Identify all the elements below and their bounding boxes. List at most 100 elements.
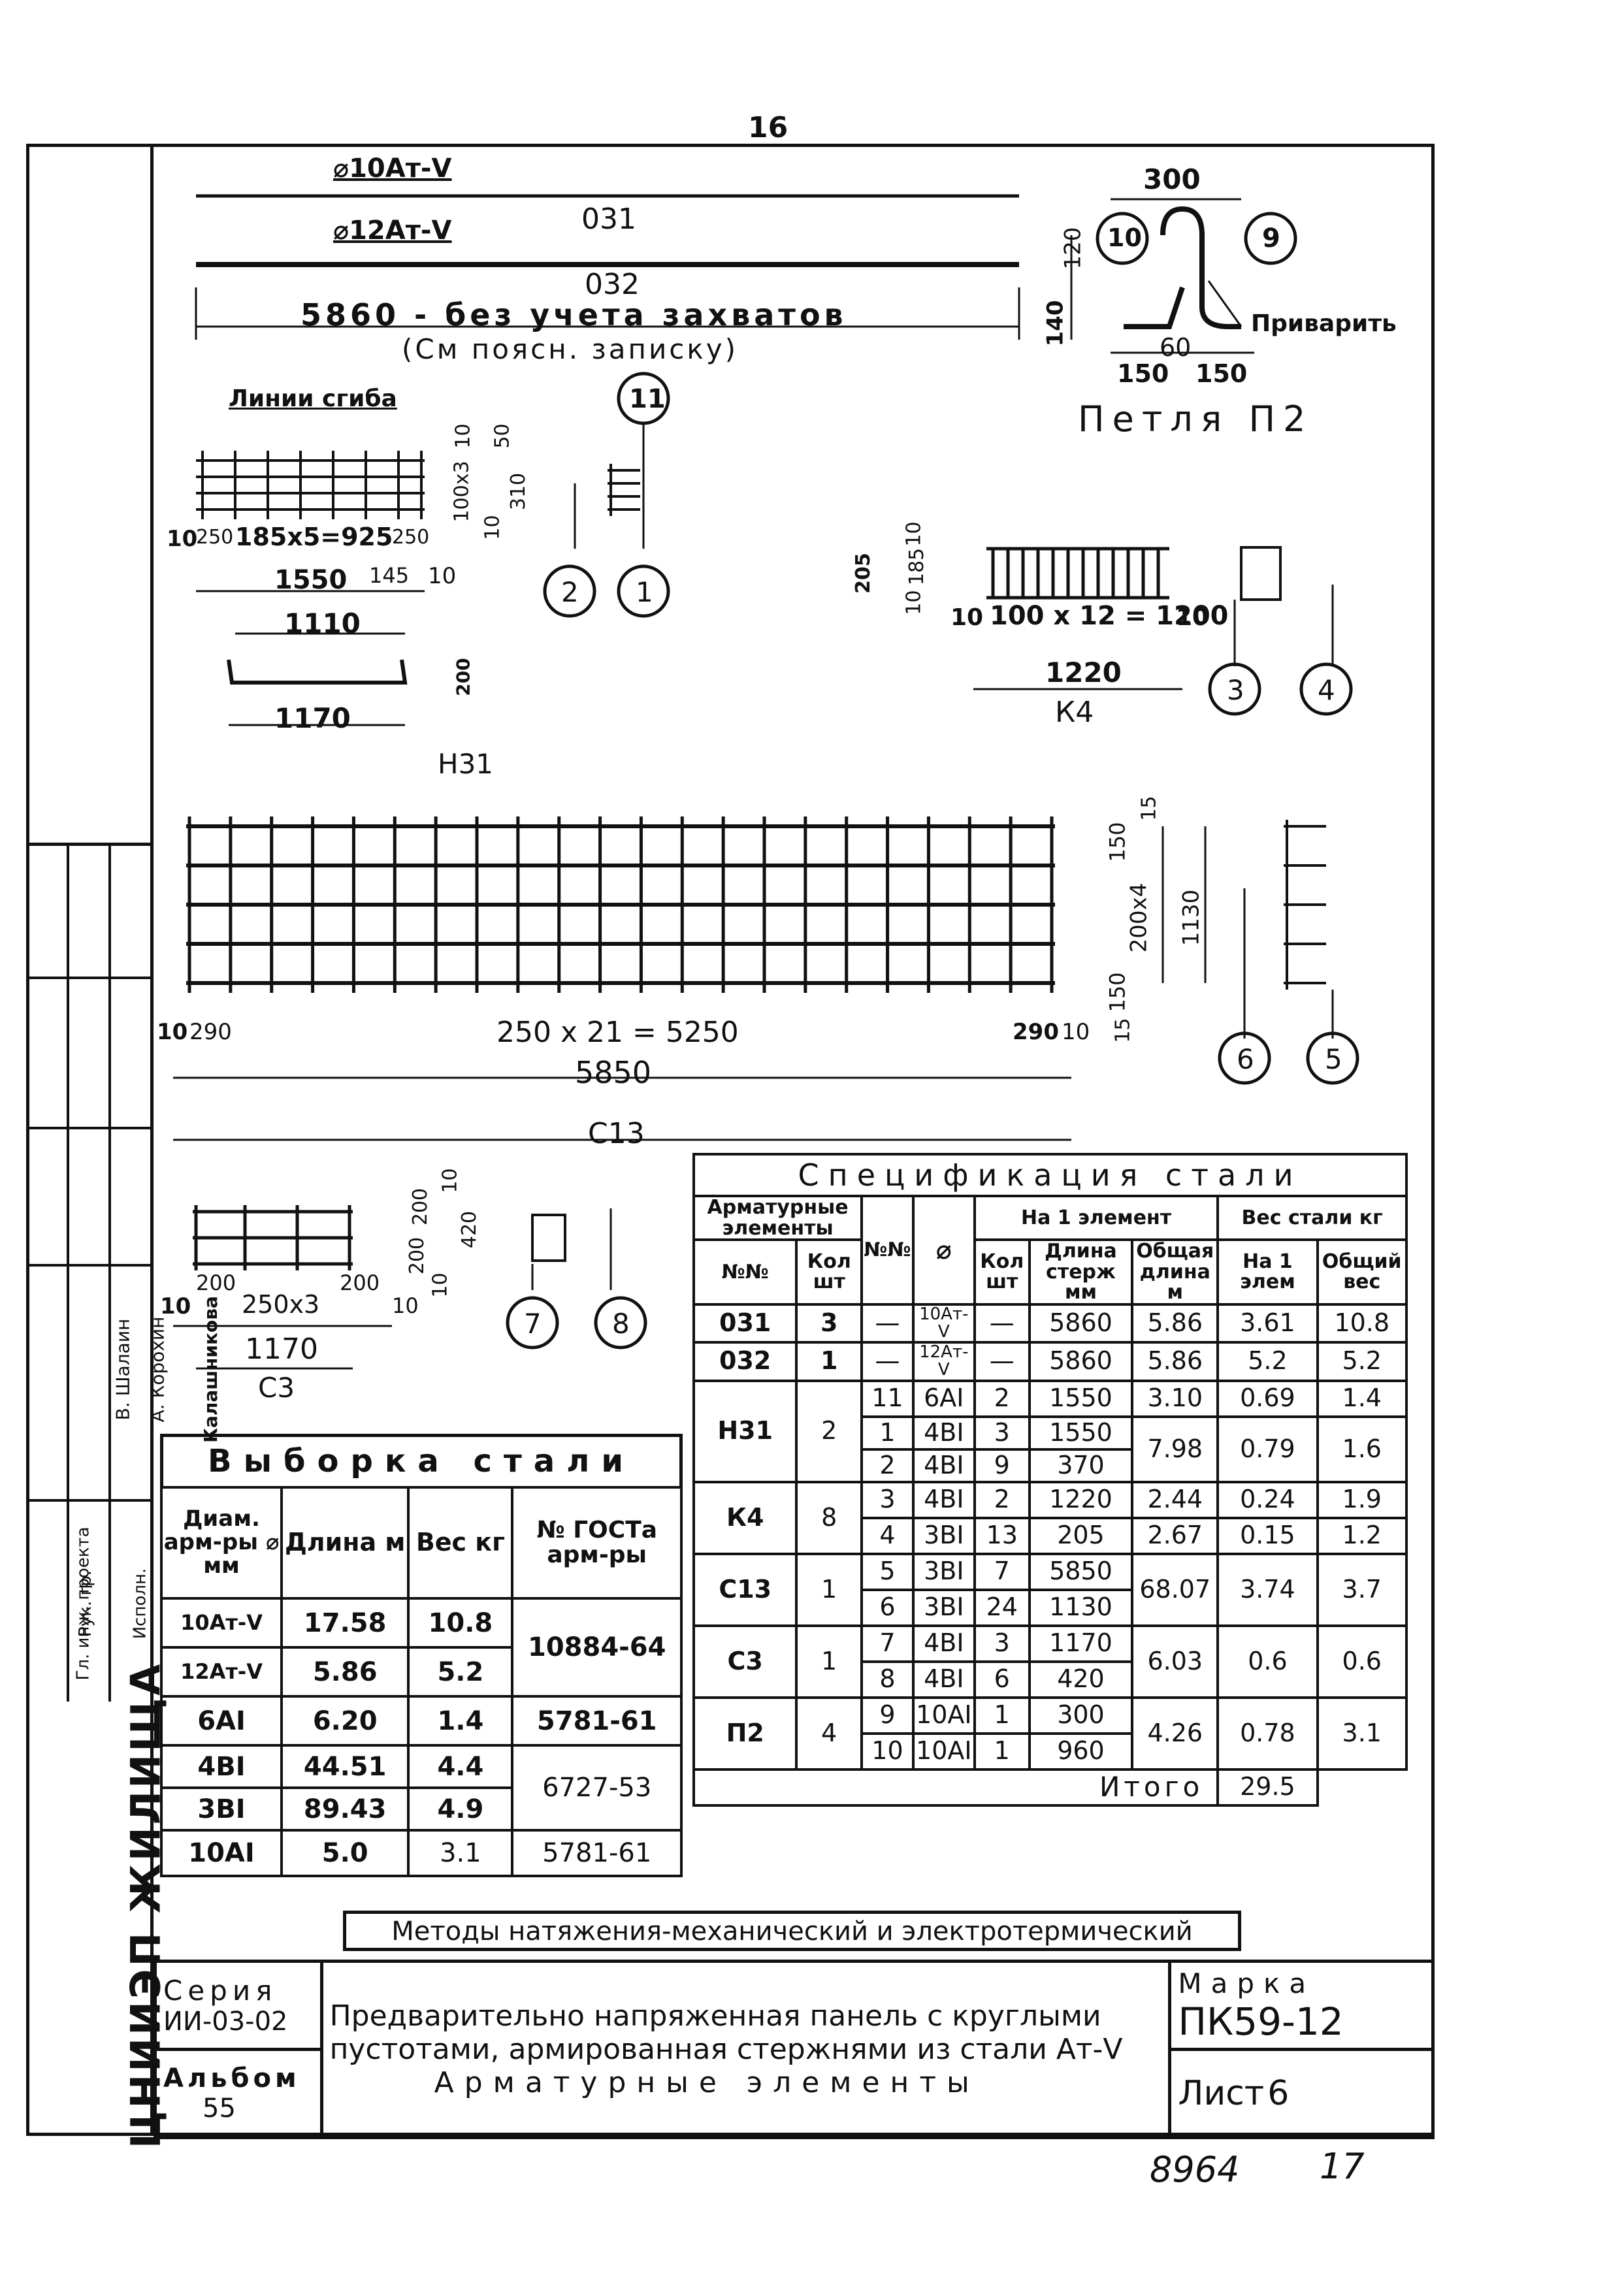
spec-cell-pos: 10 xyxy=(860,1732,915,1771)
title-album-label: Альбом xyxy=(163,2063,300,2093)
mesh-s13-side-dim: 150 xyxy=(1105,972,1130,1012)
spec-cell-phi: 10Aт-Ⅴ xyxy=(911,1302,976,1344)
spec-hdr-nn: №№ xyxy=(860,1195,915,1306)
side-stamp: ЦНИИЭП ЖИЛИЩА В. Шалаин А. Корохин Калаш… xyxy=(26,843,221,2148)
mesh-s3-spacing: 250x3 xyxy=(242,1290,320,1319)
mesh-s13-len: 5850 xyxy=(575,1055,652,1090)
methods-note: Методы натяжения-механический и электрот… xyxy=(391,1916,1193,1947)
methods-note-box: Методы натяжения-механический и электрот… xyxy=(343,1911,1241,1951)
spec-cell-n: 1 xyxy=(973,1732,1031,1771)
selection-cell-weight: 5.2 xyxy=(407,1646,514,1698)
spec-cell-mark: К4 xyxy=(692,1480,798,1555)
spec-title: Спецификация стали xyxy=(692,1153,1408,1195)
cage-k4-pos-4: 4 xyxy=(1318,674,1335,706)
spec-cell-wall: 3.1 xyxy=(1316,1696,1408,1771)
side-stamp-role: Рук. гр. xyxy=(75,1570,95,1637)
title-sheet-label: Лист xyxy=(1178,2074,1265,2113)
spec-cell-n: — xyxy=(973,1302,1031,1344)
spec-cell-total: 4.26 xyxy=(1131,1696,1220,1771)
spec-cell-wall: 1.4 xyxy=(1316,1379,1408,1418)
spec-cell-qty: 4 xyxy=(795,1696,864,1771)
spec-cell-len: 420 xyxy=(1028,1660,1134,1699)
spec-cell-len: 5860 xyxy=(1028,1341,1134,1382)
spec-cell-n: 6 xyxy=(973,1660,1031,1699)
spec-cell-qty: 1 xyxy=(795,1552,864,1627)
spec-cell-len: 5850 xyxy=(1028,1552,1134,1591)
spec-cell-phi: 4BⅠ xyxy=(911,1415,976,1451)
spec-cell-w1: 3.61 xyxy=(1216,1302,1319,1344)
mesh-s13-mark: С13 xyxy=(588,1117,645,1150)
selection-cell-diam: 4BⅠ xyxy=(159,1744,284,1789)
spec-cell-qty: 1 xyxy=(795,1341,864,1382)
spec-cell-mark: П2 xyxy=(692,1696,798,1771)
selection-cell-len: 89.43 xyxy=(280,1786,410,1832)
spec-cell-pos: — xyxy=(860,1302,915,1344)
title-description-cell: Предварительно напряженная панель с круг… xyxy=(319,1960,1172,2139)
spec-cell-pos: 8 xyxy=(860,1660,915,1699)
spec-cell-n: 2 xyxy=(973,1379,1031,1418)
mesh-n31-side-dim: 50 xyxy=(491,423,514,449)
selection-cell-len: 5.0 xyxy=(280,1829,410,1877)
spec-cell-n: — xyxy=(973,1341,1031,1382)
mesh-s3-edge-l: 10 xyxy=(160,1293,191,1319)
spec-cell-len: 960 xyxy=(1028,1732,1134,1771)
mesh-n31-side-dim: 10 xyxy=(451,423,475,449)
spec-cell-wall: 10.8 xyxy=(1316,1302,1408,1344)
spec-cell-total: 68.07 xyxy=(1131,1552,1220,1627)
spec-cell-pos: 3 xyxy=(860,1480,915,1519)
mesh-s3-side-dim: 10 xyxy=(438,1168,462,1193)
mesh-s3-edge-r2: 200 xyxy=(340,1270,380,1295)
loop-p2-dim-h1: 120 xyxy=(1060,227,1086,270)
mesh-s3-edge-r: 10 xyxy=(392,1293,419,1318)
mesh-s3-len: 1170 xyxy=(245,1333,318,1366)
spec-cell-phi: 4BⅠ xyxy=(911,1480,976,1519)
title-sheet-cell: Лист 6 xyxy=(1168,2048,1435,2139)
selection-cell-weight: 10.8 xyxy=(407,1597,514,1649)
loop-p2-dim-left: 150 xyxy=(1117,359,1169,388)
loop-p2-pos-a: 10 xyxy=(1107,223,1142,252)
bar-032-length-note: 5860 - без учета захватов xyxy=(300,297,847,332)
selection-cell-len: 17.58 xyxy=(280,1597,410,1649)
spec-cell-qty: 1 xyxy=(795,1624,864,1699)
page-number: 16 xyxy=(748,111,788,144)
spec-cell-n: 3 xyxy=(973,1624,1031,1663)
spec-cell-len: 5860 xyxy=(1028,1302,1134,1344)
spec-cell-phi: 3BⅠ xyxy=(911,1516,976,1555)
spec-cell-pos: 5 xyxy=(860,1552,915,1591)
mesh-s3-edge-l2: 200 xyxy=(196,1270,236,1295)
spec-cell-qty: 3 xyxy=(795,1302,864,1344)
side-stamp-name: Калашникова xyxy=(199,1296,221,1443)
bar-032-mark: 032 xyxy=(585,268,640,301)
selection-hdr-weight: Вес кг xyxy=(407,1486,514,1600)
selection-cell-weight: 4.4 xyxy=(407,1744,514,1789)
mesh-s13-side-dim: 200x4 xyxy=(1126,882,1152,953)
selection-cell-len: 44.51 xyxy=(280,1744,410,1789)
title-album-value: 55 xyxy=(203,2093,236,2124)
spec-cell-total: 2.67 xyxy=(1131,1516,1220,1555)
spec-hdr-per-element: На 1 элемент xyxy=(973,1195,1220,1241)
spec-cell-pos: 9 xyxy=(860,1696,915,1735)
mesh-n31-len-10: 10 xyxy=(428,563,457,589)
title-description-2: пустотами, армированная стержнями из ста… xyxy=(329,2033,1123,2066)
mesh-s13-pos-6: 6 xyxy=(1237,1043,1254,1075)
spec-cell-w1: 0.24 xyxy=(1216,1480,1319,1519)
spec-cell-phi: 10AⅠ xyxy=(911,1732,976,1771)
cage-k4-mark: К4 xyxy=(1055,696,1094,729)
mesh-s13-edge-r: 10 xyxy=(1062,1019,1090,1045)
mesh-s3-side-dim: 420 xyxy=(458,1210,481,1249)
spec-cell-pos: 2 xyxy=(860,1447,915,1483)
spec-hdr-mark: №№ xyxy=(692,1238,798,1306)
cage-k4-pos-3: 3 xyxy=(1227,674,1244,706)
selection-cell-len: 5.86 xyxy=(280,1646,410,1698)
spec-cell-w1: 0.69 xyxy=(1216,1379,1319,1418)
spec-hdr-qty2: Кол шт xyxy=(973,1238,1031,1306)
spec-cell-mark: 032 xyxy=(692,1341,798,1382)
mesh-s13-side-dim: 15 xyxy=(1137,796,1161,821)
spec-cell-len: 1170 xyxy=(1028,1624,1134,1663)
selection-hdr-gost: № ГОСТа арм-ры xyxy=(511,1486,683,1600)
spec-cell-total: 5.86 xyxy=(1131,1302,1220,1344)
spec-cell-total: 3.10 xyxy=(1131,1379,1220,1418)
selection-cell-weight: 4.9 xyxy=(407,1786,514,1832)
mesh-n31-edge-c: 250 xyxy=(392,526,430,549)
loop-p2-title: Петля П2 xyxy=(1078,398,1314,440)
